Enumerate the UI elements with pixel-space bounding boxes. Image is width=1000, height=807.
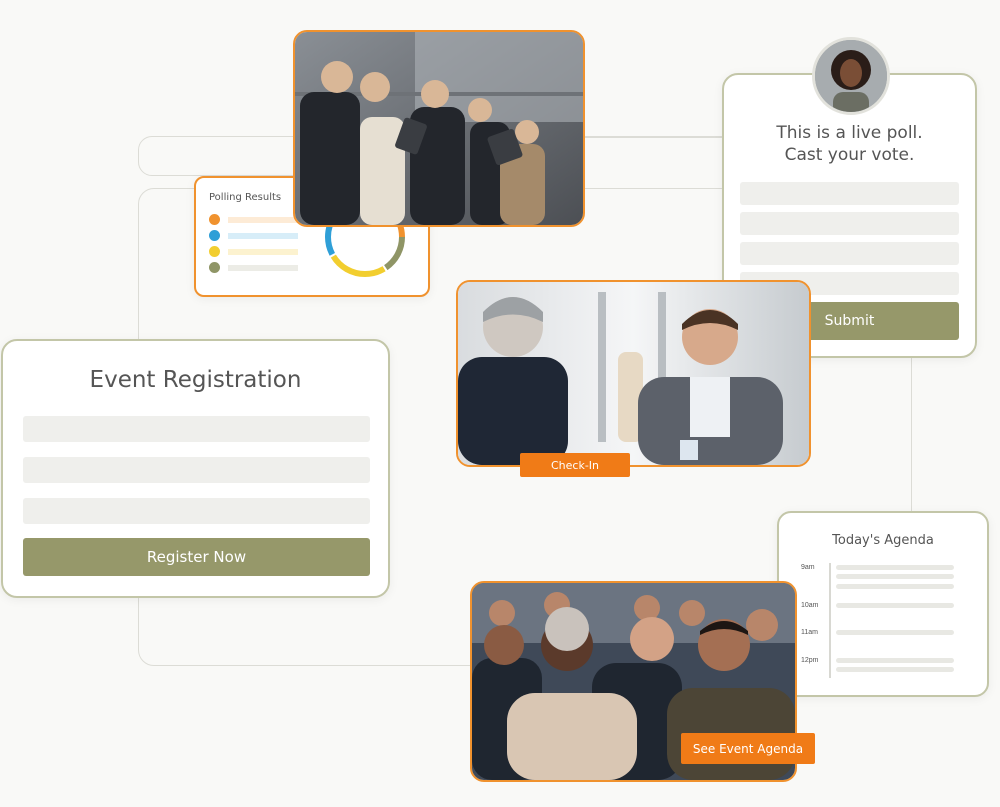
agenda-divider xyxy=(829,563,831,678)
registration-field-1[interactable] xyxy=(23,416,370,442)
poll-option-1[interactable] xyxy=(740,182,959,205)
legend-dot-icon xyxy=(209,230,220,241)
agenda-slot xyxy=(836,630,954,635)
event-registration-card: Event Registration Register Now xyxy=(1,339,390,598)
legend-dot-icon xyxy=(209,262,220,273)
legend-bar xyxy=(228,265,298,271)
polling-results-title: Polling Results xyxy=(209,192,282,203)
agenda-slot xyxy=(836,603,954,608)
agenda-time-12pm: 12pm xyxy=(801,657,819,664)
presenter-avatar xyxy=(812,37,890,115)
agenda-slot xyxy=(836,658,954,663)
agenda-slot xyxy=(836,584,954,589)
agenda-slot xyxy=(836,667,954,672)
legend-dot-icon xyxy=(209,214,220,225)
legend-bar xyxy=(228,233,298,239)
legend-dot-icon xyxy=(209,246,220,257)
registration-field-2[interactable] xyxy=(23,457,370,483)
registration-title: Event Registration xyxy=(89,367,302,393)
live-poll-title-line1: This is a live poll. xyxy=(776,123,923,143)
poll-option-3[interactable] xyxy=(740,242,959,265)
registration-field-3[interactable] xyxy=(23,498,370,524)
agenda-title: Today's Agenda xyxy=(832,533,934,548)
live-poll-title-line2: Cast your vote. xyxy=(784,145,915,165)
agenda-time-11am: 11am xyxy=(801,629,818,636)
wireframe-divider xyxy=(580,136,730,138)
agenda-time-9am: 9am xyxy=(801,564,815,571)
see-event-agenda-button[interactable]: See Event Agenda xyxy=(681,733,815,764)
agenda-slot xyxy=(836,574,954,579)
agenda-slot xyxy=(836,565,954,570)
checkin-photo xyxy=(456,280,811,467)
poll-option-2[interactable] xyxy=(740,212,959,235)
team-photo xyxy=(293,30,585,227)
agenda-card: Today's Agenda 9am 10am 11am 12pm xyxy=(777,511,989,697)
polling-legend-item xyxy=(209,214,309,226)
polling-legend xyxy=(209,214,309,284)
polling-legend-item xyxy=(209,230,309,242)
polling-legend-item xyxy=(209,246,309,258)
polling-legend-item xyxy=(209,262,309,274)
legend-bar xyxy=(228,217,298,223)
checkin-tag[interactable]: Check-In xyxy=(520,453,630,477)
legend-bar xyxy=(228,249,298,255)
register-now-button[interactable]: Register Now xyxy=(23,538,370,576)
agenda-time-10am: 10am xyxy=(801,602,819,609)
